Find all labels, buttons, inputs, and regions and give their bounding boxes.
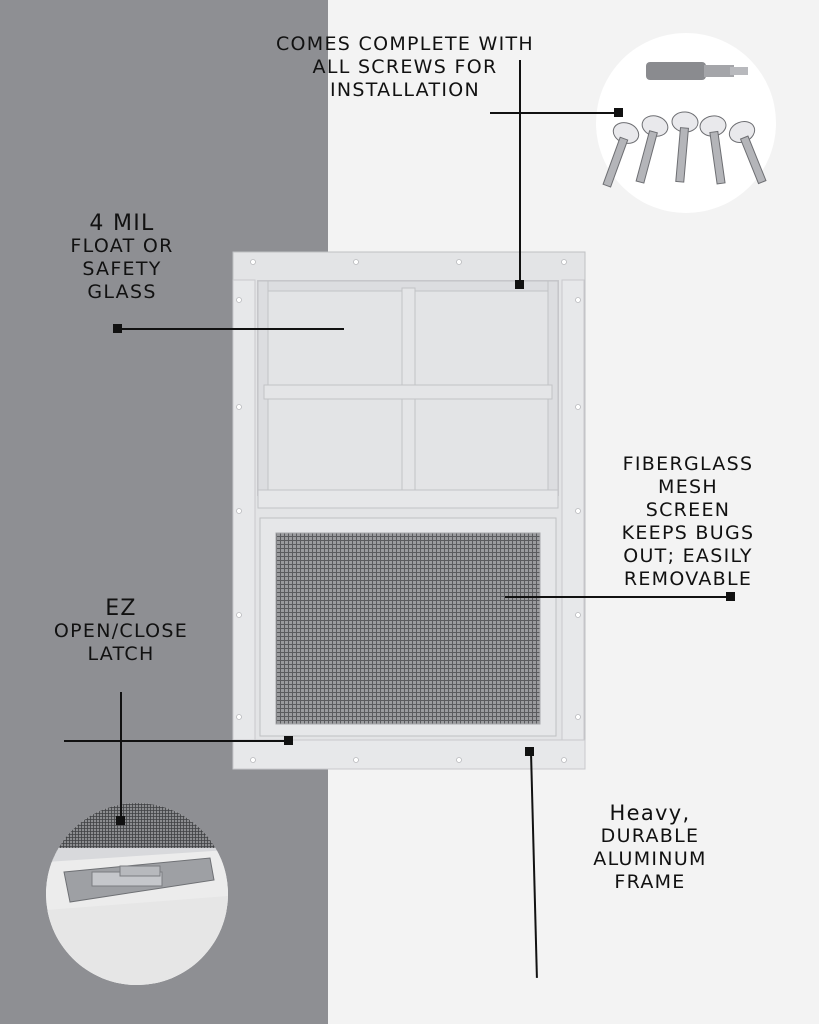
latch-leader-vertical <box>120 692 122 820</box>
screws-callout: Comes complete with all screws for insta… <box>230 33 580 102</box>
window-icon <box>232 251 586 770</box>
latch-callout-line3: latch <box>87 643 155 665</box>
frame-marker <box>525 747 534 756</box>
screen-callout-line4: keeps bugs <box>621 522 755 544</box>
screen-callout-line5: out; easily <box>623 545 753 567</box>
screen-callout-line3: screen <box>645 499 731 521</box>
screws-leader-vertical <box>519 60 521 284</box>
frame-callout-line3: aluminum <box>593 848 707 870</box>
screws-marker <box>614 108 623 117</box>
glass-callout-line3: safety <box>82 258 162 280</box>
latch-icon <box>46 803 228 985</box>
screen-callout-line6: removable <box>623 568 753 590</box>
latch-callout: EZ open/close latch <box>30 597 212 666</box>
screws-callout-line2: all screws for <box>312 56 498 78</box>
glass-leader <box>118 328 344 330</box>
glass-callout-line2: float or <box>70 235 174 257</box>
glass-marker <box>113 324 122 333</box>
screen-callout-line1: Fiberglass <box>622 453 754 475</box>
screws-icon <box>596 33 776 213</box>
screws-callout-line1: Comes complete with <box>275 33 535 55</box>
latch-callout-line2: open/close <box>53 620 189 642</box>
latch-marker <box>284 736 293 745</box>
frame-callout-line2: durable <box>600 825 700 847</box>
screen-callout-line2: mesh <box>658 476 718 498</box>
frame-callout: Heavy, durable aluminum frame <box>555 802 745 894</box>
frame-callout-line4: frame <box>614 871 686 893</box>
latch-leader-horizontal <box>64 740 288 742</box>
latch-callout-line1: EZ <box>105 596 137 621</box>
latch-inset-marker <box>116 816 125 825</box>
screen-marker <box>726 592 735 601</box>
glass-callout: 4 mil float or safety glass <box>42 212 202 304</box>
frame-top-marker <box>515 280 524 289</box>
glass-callout-line4: glass <box>87 281 157 303</box>
screws-callout-line3: installation <box>329 79 481 101</box>
frame-callout-line1: Heavy, <box>609 801 691 825</box>
screws-leader-horizontal <box>490 112 618 114</box>
glass-callout-line1: 4 mil <box>89 211 155 236</box>
screen-callout: Fiberglass mesh screen keeps bugs out; e… <box>588 453 788 591</box>
screen-leader <box>505 596 730 598</box>
